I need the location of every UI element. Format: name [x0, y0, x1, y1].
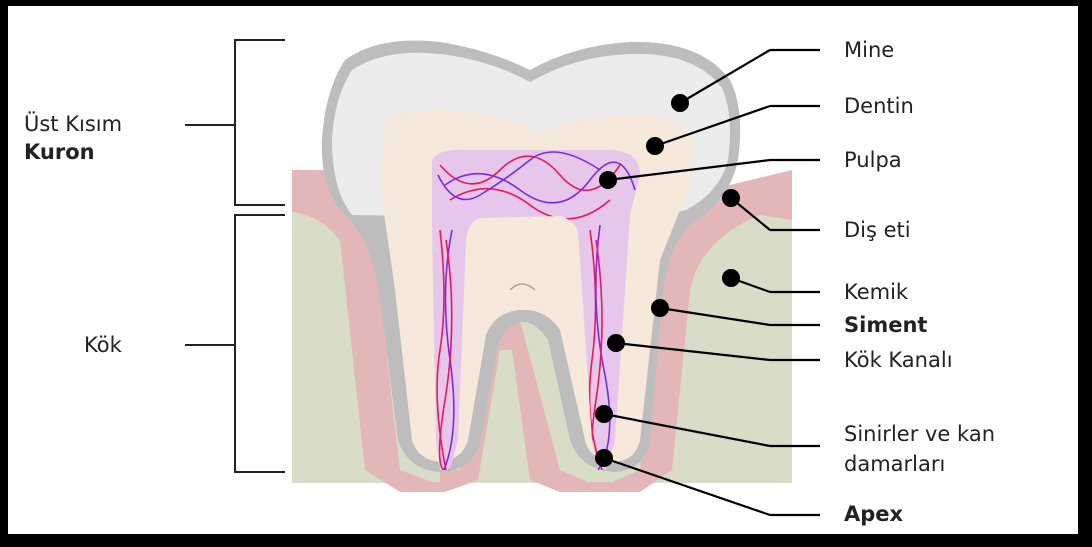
nerves-dot — [595, 405, 613, 423]
crown-group-label-line1: Üst Kısım — [24, 112, 122, 136]
crown-group-label-line2: Kuron — [24, 140, 95, 164]
pulp-label: Pulpa — [844, 148, 902, 172]
crown-bracket — [185, 40, 285, 205]
nerves-label-line1: Sinirler ve kan — [844, 422, 995, 446]
gum-dot — [722, 189, 740, 207]
apex-label: Apex — [844, 502, 903, 526]
cementum-dot — [651, 299, 669, 317]
apex-dot — [595, 449, 613, 467]
nerves-label-line2: damarları — [844, 452, 945, 476]
enamel-label: Mine — [844, 38, 894, 62]
enamel-dot — [671, 94, 689, 112]
root-canal-label: Kök Kanalı — [844, 348, 953, 372]
cementum-label: Siment — [844, 313, 927, 337]
bone-dot — [722, 269, 740, 287]
root-bracket — [185, 215, 285, 472]
root-group-label: Kök — [84, 333, 122, 357]
dentin-label: Dentin — [844, 94, 914, 118]
gum-label: Diş eti — [844, 218, 911, 242]
bone-label: Kemik — [844, 280, 908, 304]
root-canal-dot — [607, 334, 625, 352]
dentin-dot — [646, 137, 664, 155]
pulp-dot — [599, 171, 617, 189]
